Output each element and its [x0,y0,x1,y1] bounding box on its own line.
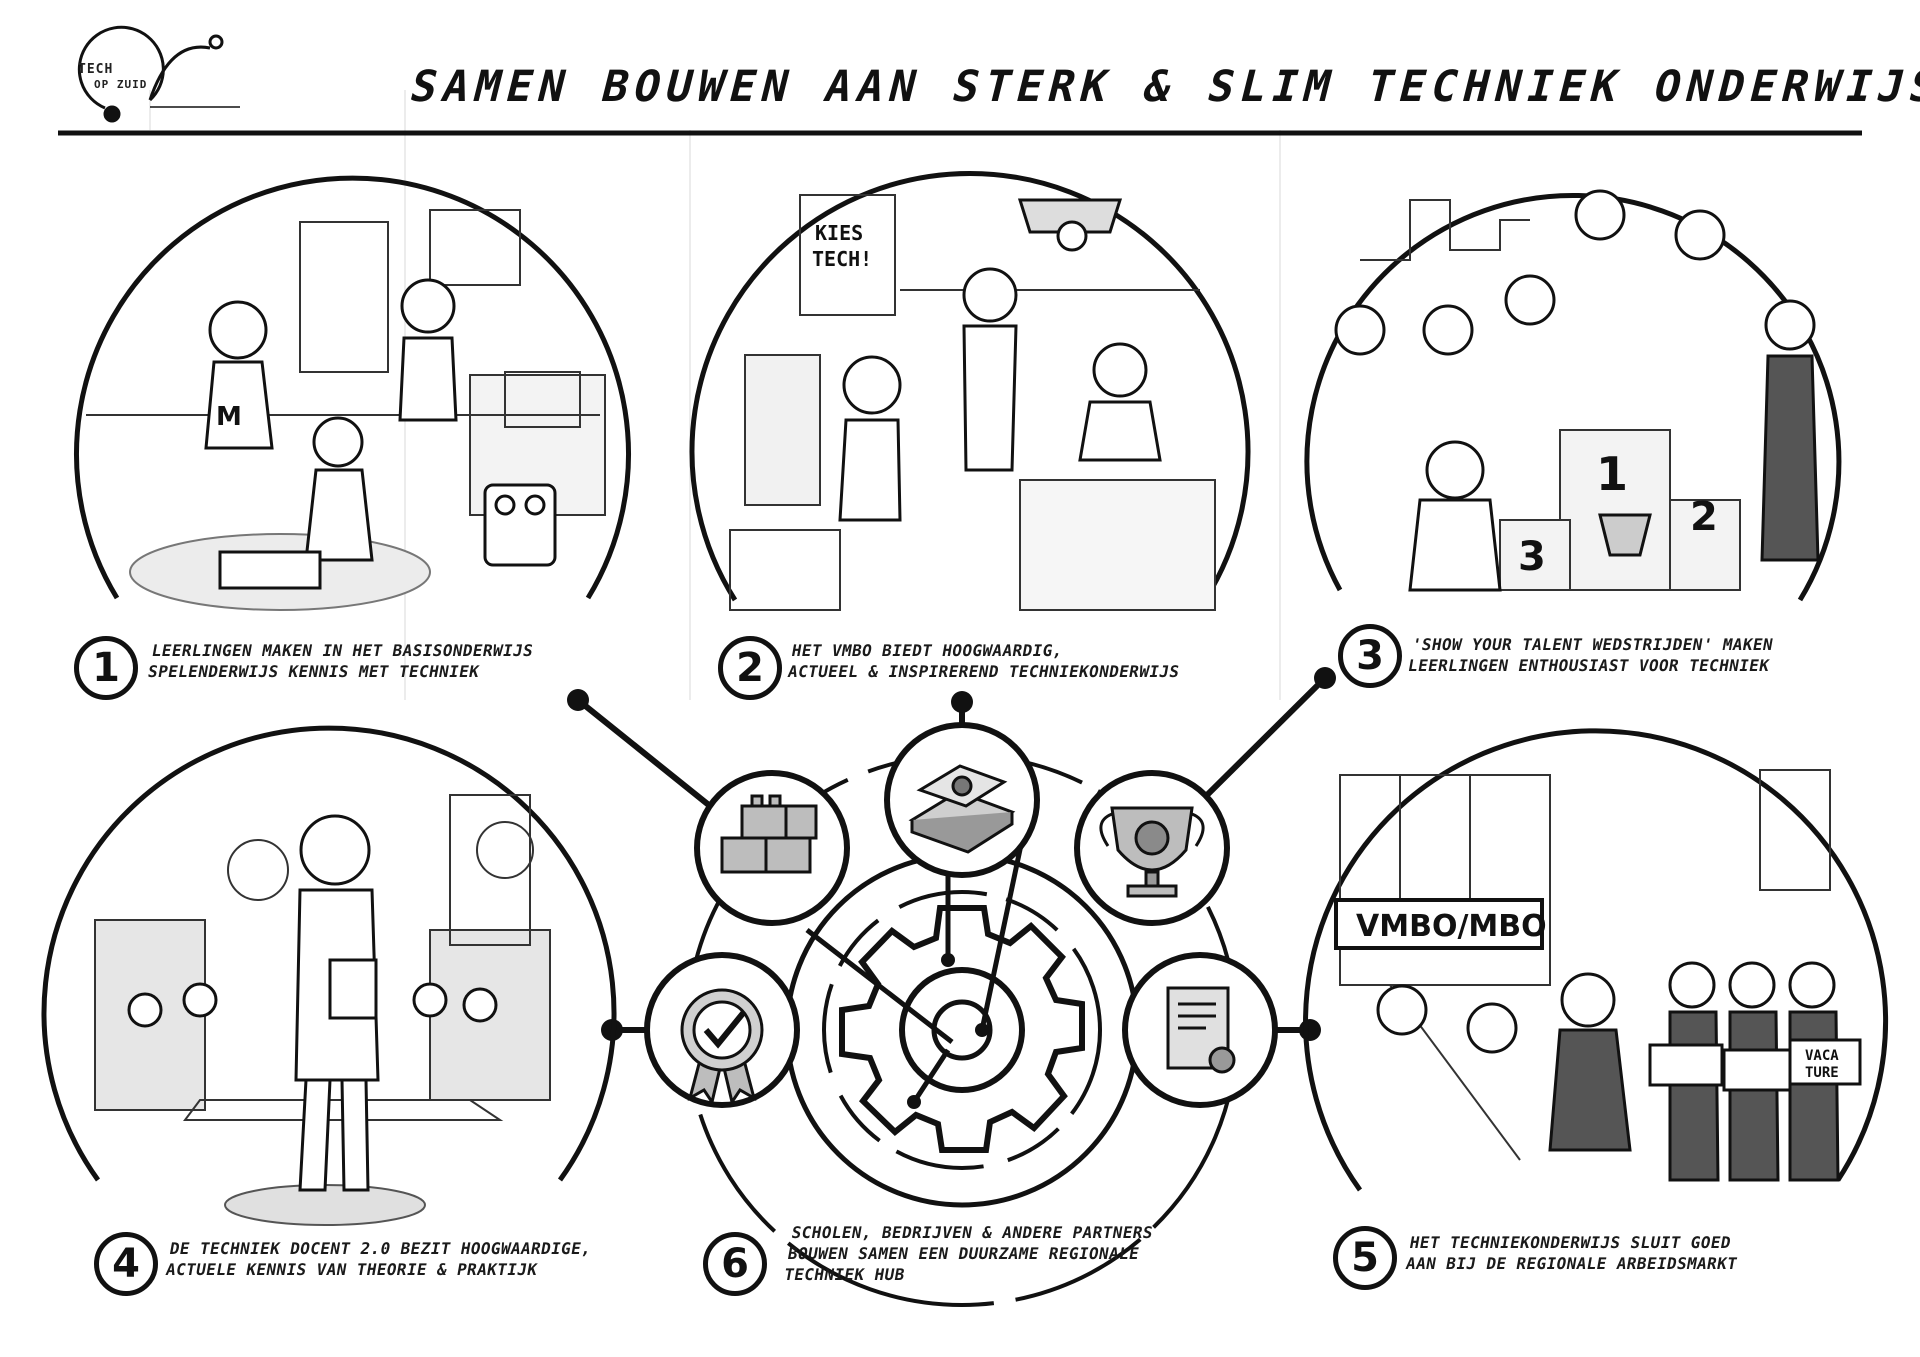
diploma-document-icon [1166,986,1236,1074]
logo-mark [77,25,240,123]
caption-line: LEERLINGEN ENTHOUSIAST VOOR TECHNIEK [1406,656,1772,675]
podium-second: 2 [1690,494,1718,540]
caption-step-2: HET VMBO BIEDT HOOGWAARDIG, ACTUEEL & IN… [786,640,1185,682]
scene-wedstrijden: 1 3 2 [1304,189,1842,602]
logo-line2: OP ZUID [94,78,148,91]
logo-line1: TECH [78,62,114,77]
trophy-gear-icon [1099,806,1205,898]
building-blocks-icon [720,794,818,874]
scene-techniek-docent [41,725,617,1226]
caption-step-5: HET TECHNIEKONDERWIJS SLUIT GOED AAN BIJ… [1404,1232,1742,1274]
podium-third: 3 [1518,534,1546,580]
caption-line: HET VMBO BIEDT HOOGWAARDIG, [790,641,1065,660]
step-number-6: 6 [703,1232,767,1296]
caption-line: ACTUELE KENNIS VAN THEORIE & PRAKTIJK [164,1260,540,1279]
scene-basisonderwijs: M [74,175,631,611]
step-number-5: 5 [1333,1226,1397,1290]
hub-node-trophy [1074,770,1230,926]
caption-line: BOUWEN SAMEN EEN DUURZAME REGIONALE [786,1244,1141,1263]
school-sign: VMBO/MBO [1356,909,1547,944]
step-number-4: 4 [94,1232,158,1296]
hub-node-blocks [694,770,850,926]
hub-node-diploma [1122,952,1278,1108]
shirt-letter: M [216,402,242,432]
step-number-3: 3 [1338,624,1402,688]
page-title: SAMEN BOUWEN AAN STERK & SLIM TECHNIEK O… [405,62,1920,112]
caption-line: ACTUEEL & INSPIREREND TECHNIEKONDERWIJS [786,662,1182,681]
school-sign-board [1334,898,1544,950]
step-number-1: 1 [74,636,138,700]
caption-line: HET TECHNIEKONDERWIJS SLUIT GOED [1408,1233,1733,1252]
caption-line: DE TECHNIEK DOCENT 2.0 BEZIT HOOGWAARDIG… [168,1239,593,1258]
step-number-2: 2 [718,636,782,700]
poster-line2: TECH! [812,247,872,271]
caption-line: LEERLINGEN MAKEN IN HET BASISONDERWIJS [150,641,535,660]
hub-node-book [884,722,1040,878]
scene-arbeidsmarkt: VMBO/MBO VACA TURE [1303,728,1889,1192]
caption-step-3: 'SHOW YOUR TALENT WEDSTRIJDEN' MAKEN LEE… [1406,634,1775,676]
scene-vmbo-lab: KIES TECH! [689,170,1251,611]
hub-node-certificate [644,952,800,1108]
poster-line1: KIES [815,221,863,245]
caption-step-1: LEERLINGEN MAKEN IN HET BASISONDERWIJS S… [146,640,535,682]
caption-step-4: DE TECHNIEK DOCENT 2.0 BEZIT HOOGWAARDIG… [164,1238,593,1280]
vacature-line2: TURE [1805,1065,1839,1081]
caption-line: TECHNIEK HUB [782,1265,907,1284]
certificate-badge-icon [680,988,764,1106]
vacature-line1: VACA [1805,1048,1839,1064]
caption-line: AAN BIJ DE REGIONALE ARBEIDSMARKT [1404,1254,1739,1273]
caption-line: SPELENDERWIJS KENNIS MET TECHNIEK [146,662,481,681]
connector-dots [567,667,1336,1041]
book-icon [908,764,1016,854]
caption-line: 'SHOW YOUR TALENT WEDSTRIJDEN' MAKEN [1410,635,1775,654]
caption-step-6: SCHOLEN, BEDRIJVEN & ANDERE PARTNERS BOU… [782,1222,1155,1285]
podium-first: 1 [1596,447,1628,501]
caption-line: SCHOLEN, BEDRIJVEN & ANDERE PARTNERS [790,1223,1155,1242]
